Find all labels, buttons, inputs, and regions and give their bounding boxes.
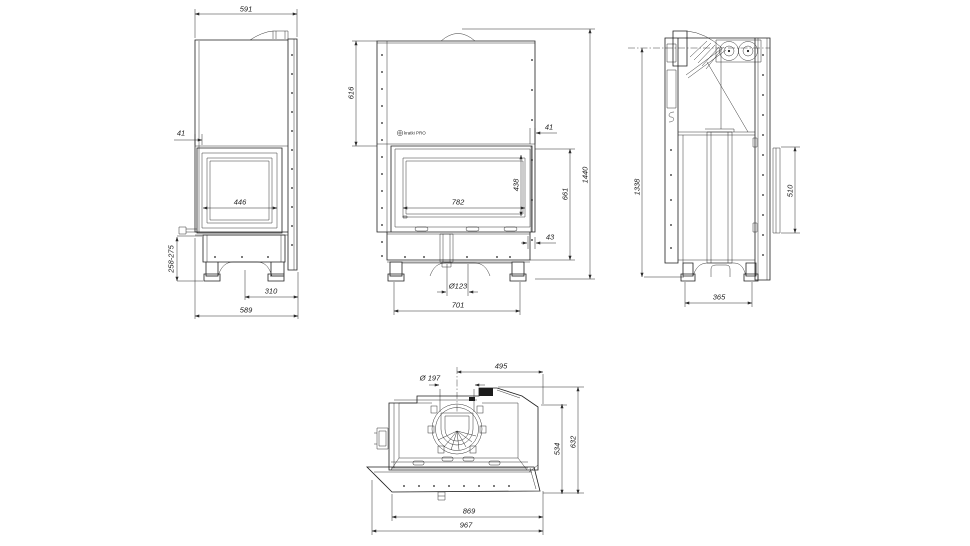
flue-collar bbox=[427, 403, 487, 455]
dim-top-overall-depth: 632 bbox=[568, 435, 578, 449]
dim-front-base-offset: 43 bbox=[545, 232, 555, 242]
dim-front-firebox-height: 661 bbox=[560, 187, 570, 201]
left-side-view bbox=[174, 9, 299, 319]
screw-dots-left-view bbox=[214, 54, 293, 258]
brand-logo-mark bbox=[396, 129, 404, 137]
screw-dots-front-view bbox=[381, 54, 533, 258]
front-view bbox=[352, 28, 595, 315]
dim-left-base-height: 258-275 bbox=[166, 245, 176, 273]
dim-front-glass-width: 782 bbox=[451, 197, 465, 207]
dim-front-glass-height: 438 bbox=[511, 178, 521, 192]
dim-left-top-width: 591 bbox=[239, 4, 253, 14]
dim-left-center-to-rear: 310 bbox=[264, 286, 278, 296]
dim-front-overall-height: 1440 bbox=[580, 166, 590, 184]
brand-logo-text: kratki PRO bbox=[404, 130, 426, 136]
dim-top-overall-width: 967 bbox=[459, 520, 473, 530]
dim-front-base-width: 701 bbox=[451, 300, 465, 310]
dim-right-rear-panel-height: 510 bbox=[785, 184, 795, 198]
dim-left-overall-depth: 589 bbox=[239, 305, 253, 315]
screw-dots-right-view bbox=[670, 54, 764, 256]
dim-front-hood-height: 616 bbox=[346, 86, 356, 100]
dim-top-flue-to-rear: 495 bbox=[494, 361, 508, 371]
screw-dots-top-view bbox=[403, 485, 510, 487]
dim-front-side-offset: 41 bbox=[544, 122, 554, 132]
top-view bbox=[366, 367, 584, 535]
dim-top-body-width: 869 bbox=[462, 506, 476, 516]
dim-left-glass-width: 446 bbox=[233, 197, 247, 207]
dim-right-base-depth: 365 bbox=[712, 292, 726, 302]
dim-right-body-height: 1338 bbox=[632, 178, 642, 196]
dim-top-flue-diameter: Ø 197 bbox=[419, 373, 441, 383]
dim-front-air-inlet: Ø123 bbox=[448, 281, 468, 291]
dim-left-front-offset: 41 bbox=[176, 128, 186, 138]
dim-top-body-depth: 534 bbox=[552, 442, 562, 456]
right-side-view bbox=[628, 30, 800, 307]
